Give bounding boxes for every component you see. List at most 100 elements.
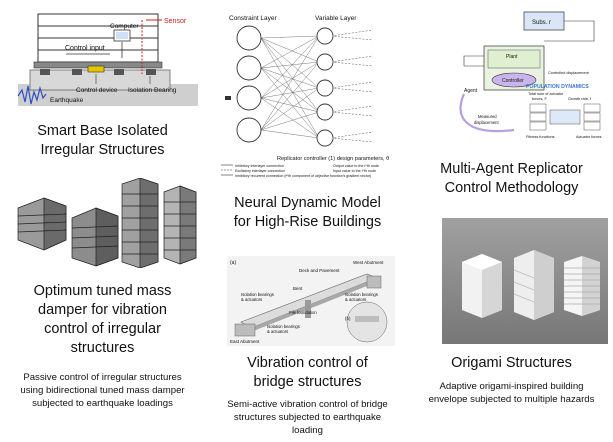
constraint-layer-label: Constraint Layer [229,15,278,22]
panel-b-label: (b) [345,316,351,321]
population-dynamics-title: POPULATION DYNAMICS [526,84,589,90]
east-abutment-label: East Abutment [230,339,260,344]
pile-label: Pile foundation [289,310,317,315]
replicator-caption: Replicator controller (1) design paramet… [277,156,389,162]
card-desc-tmd: Passive control of irregular structures … [0,371,205,410]
building-4-side [179,185,197,265]
deck-label: Deck and Pavement [299,268,340,273]
title-line: Smart Base Isolated [37,123,168,139]
fitness-box-3 [529,121,547,131]
card-desc-origami: Adaptive origami-inspired building envel… [410,380,613,406]
forces-label: forces, F [532,97,547,101]
card-title-multi-agent: Multi-Agent Replicator Control Methodolo… [410,160,613,198]
desc-line: using bidirectional tuned mass damper [20,385,185,396]
title-line: for High-Rise Buildings [233,214,382,230]
card-tuned-mass-damper: Optimum tuned mass damper for vibration … [0,168,205,442]
controller-label: Controller [502,78,524,84]
variable-node-5 [316,129,334,147]
computer-screen-icon [116,32,128,39]
base-isolated-building-diagram: Sensor Computer Control input Earthquake… [10,12,200,110]
legend-input: Input value to the i^th node [333,169,376,173]
card-desc-bridge: Semi-active vibration control of bridge … [205,398,410,437]
sensor-label: Sensor [164,18,187,25]
displacement-label: displacement [474,120,500,125]
variable-node-4 [316,103,334,121]
origami-block-1-top [462,254,502,270]
desc-line: Semi-active vibration control of bridge [227,399,388,410]
card-bridge-vibration: (a) West Abutment Deck and Pavement Bent… [205,240,410,442]
tmd-buildings-figure [14,178,200,268]
isolation-bearing-3 [114,69,124,75]
bent-column [305,300,311,318]
iso-right-actuators: & actuators [345,297,366,302]
panel-a-label: (a) [230,260,236,266]
measured-arrow [459,93,515,133]
card-title-origami: Origami Structures [410,354,613,373]
card-title-bridge: Vibration control of bridge structures [205,354,410,392]
title-line: Neural Dynamic Model [234,195,381,211]
variable-node-1 [316,27,334,45]
tmd-buildings-svg [17,178,197,268]
actuator-forces-label: Actuator forces [576,135,602,139]
title-line: Control Methodology [444,180,579,196]
fitness-box-1 [529,103,547,113]
constraint-node-3 [236,85,262,111]
desc-line: Adaptive origami-inspired building [439,381,584,392]
variable-node-2 [316,53,334,71]
card-title-neural-dynamic: Neural Dynamic Model for High-Rise Build… [205,194,410,232]
title-line: Optimum tuned mass [33,283,172,299]
bridge-diagram: (a) West Abutment Deck and Pavement Bent… [227,256,395,346]
origami-block-2-folds [513,269,535,303]
building-1-side [43,197,67,251]
controller-shape [491,72,537,88]
fitness-box-2 [529,112,547,122]
west-abutment-label: West Abutment [353,260,384,265]
isolation-bearing-label: Isolation Bearing [128,87,177,94]
title-line: structures [70,340,135,356]
iso-bottom-actuators: & actuators [267,329,288,334]
earthquake-wave [17,85,47,105]
variable-layer-label: Variable Layer [315,15,357,22]
total-sum-label: Total sum of actuator [528,92,564,96]
legend-recurrent: Inhibitory recurrent connection (f^th co… [235,174,371,178]
output-connections [330,29,374,143]
multi-agent-diagram: Subs. r Plant Controller Agent Controlle… [444,6,608,146]
desc-line: Passive control of irregular structures [23,372,182,383]
fitness-functions-label: Fitness functions [526,135,555,139]
title-line: damper for vibration [38,302,167,318]
card-smart-base-isolated: Sensor Computer Control input Earthquake… [0,0,205,168]
constraint-node-1 [236,25,262,51]
legend-inhibitory: Inhibitory interlayer connection [235,164,284,168]
card-origami: Origami Structures Adaptive origami-insp… [410,200,613,442]
origami-svg [442,218,608,344]
control-input-label: Control input [65,45,105,52]
multi-agent-svg: Subs. r Plant Controller Agent Controlle… [459,11,602,139]
east-abutment-shape [234,323,256,337]
neural-network-svg: Constraint Layer Variable Layer [221,15,389,178]
building-3-side [139,178,159,268]
replicator-equation-box [549,109,581,125]
floor-4 [37,13,159,27]
desc-line: subjected to earthquake loadings [32,398,173,409]
title-line: Origami Structures [451,355,572,371]
title-line: Irregular Structures [40,142,165,158]
subs-label: Subs. r [532,20,551,26]
origami-block-3-folds [564,267,600,305]
iso-right-label: Isolation bearings [345,292,378,297]
input-arrow [463,55,484,67]
card-title-tmd: Optimum tuned mass damper for vibration … [0,282,205,358]
actuator-box-1 [583,103,601,113]
controlled-displacement-label: Controlled displacement [548,71,590,75]
iso-bottom-label: Isolation bearings [267,324,300,329]
agent-label: Agent [464,88,478,94]
isolation-bearing-4 [146,69,156,75]
control-device-label: Control device [76,87,118,94]
desc-line: envelope subjected to multiple hazards [428,394,595,405]
iso-left-label: Isolation bearings [241,292,274,297]
title-line: Multi-Agent Replicator [440,161,583,177]
iso-left-actuators: & actuators [241,297,262,302]
plant-label: Plant [506,54,518,60]
isolation-bearing-1 [40,69,50,75]
bridge-deck-side [251,278,377,332]
bent-label: Bent [293,286,303,291]
